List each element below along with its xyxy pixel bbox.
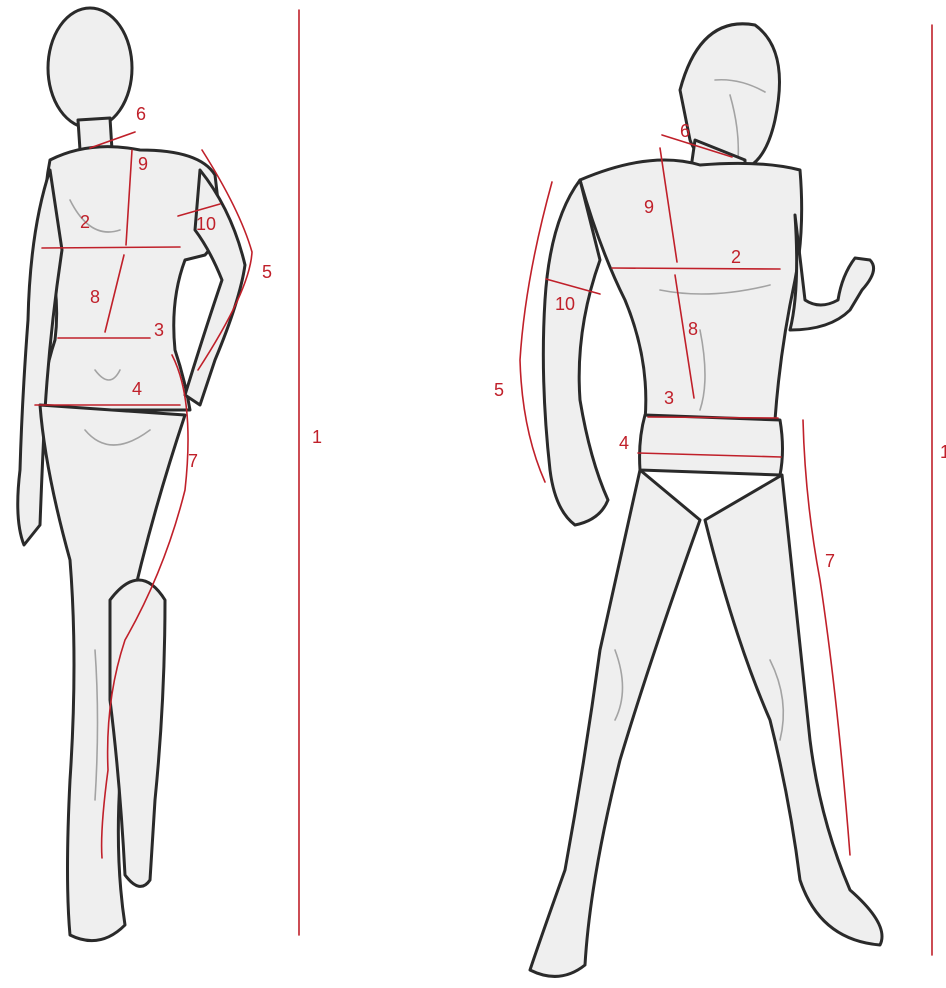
female-label-5: 5 (262, 262, 272, 282)
female-line-2 (42, 247, 180, 248)
female-label-4: 4 (132, 379, 142, 399)
male-label-6: 6 (680, 121, 690, 141)
female-label-1: 1 (312, 427, 322, 447)
female-label-9: 9 (138, 154, 148, 174)
female-head (48, 8, 132, 128)
male-label-2: 2 (731, 247, 741, 267)
male-label-4: 4 (619, 433, 629, 453)
female-label-2: 2 (80, 212, 90, 232)
male-right-arm (790, 215, 874, 330)
male-label-5: 5 (494, 380, 504, 400)
male-line-3 (648, 417, 778, 418)
male-label-8: 8 (688, 319, 698, 339)
male-label-1: 1 (940, 442, 946, 462)
female-label-10: 10 (196, 214, 216, 234)
male-left-leg (530, 470, 700, 976)
female-label-6: 6 (136, 104, 146, 124)
male-line-2 (612, 268, 780, 269)
female-label-3: 3 (154, 320, 164, 340)
female-label-7: 7 (188, 451, 198, 471)
male-label-7: 7 (825, 551, 835, 571)
male-label-10: 10 (555, 294, 575, 314)
female-label-8: 8 (90, 287, 100, 307)
male-label-9: 9 (644, 197, 654, 217)
male-hips (640, 415, 783, 475)
female-figure (18, 8, 245, 941)
male-right-leg (705, 475, 882, 945)
male-figure (530, 24, 882, 977)
male-label-3: 3 (664, 388, 674, 408)
